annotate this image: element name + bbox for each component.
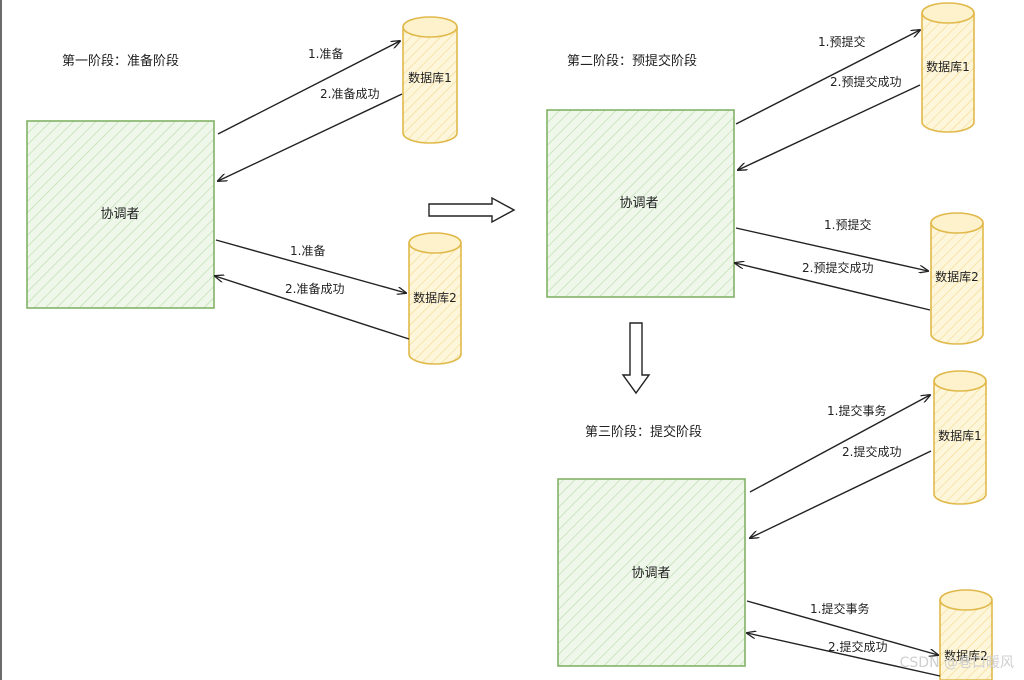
phase2-db2-label: 数据库2 <box>935 269 979 284</box>
phase2-from-db1-label: 2.预提交成功 <box>830 74 901 89</box>
phase3-coordinator-box <box>557 478 746 667</box>
phase2-arrow-to-db1 <box>735 30 920 125</box>
phase2-db2-cylinder <box>930 212 984 345</box>
phase2-coordinator-box <box>546 109 735 298</box>
phase1-db1-label: 数据库1 <box>408 70 452 85</box>
phase2-group: 第二阶段：预提交阶段 协调者 数据库1 数据库2 1.预提交 2.预提交成功 1… <box>546 2 984 345</box>
phase1-db1-cylinder <box>402 16 458 144</box>
phase1-arrow-from-db1 <box>218 93 403 181</box>
phase2-to-db1-label: 1.预提交 <box>818 34 865 49</box>
phase3-db2-label: 数据库2 <box>944 648 988 663</box>
transition-arrow-right <box>428 196 516 224</box>
phase2-db1-cylinder <box>921 2 975 133</box>
transition-arrow-down <box>621 322 651 395</box>
phase3-to-db1-label: 1.提交事务 <box>827 403 886 418</box>
phase1-to-db1-label: 1.准备 <box>308 47 343 61</box>
phase1-coordinator-label: 协调者 <box>100 207 139 222</box>
phase2-to-db2-label: 1.预提交 <box>824 217 871 232</box>
phase3-db2-cylinder <box>939 589 993 680</box>
phase1-arrow-to-db1 <box>217 41 400 135</box>
phase3-coordinator-label: 协调者 <box>631 566 670 581</box>
phase3-arrow-from-db1 <box>750 450 932 538</box>
phase1-from-db2-label: 2.准备成功 <box>285 282 344 296</box>
phase2-arrow-to-db2 <box>735 227 928 271</box>
phase1-db2-label: 数据库2 <box>413 290 457 305</box>
phase2-db1-label: 数据库1 <box>926 59 970 74</box>
phase1-arrow-to-db2 <box>215 239 406 293</box>
phase2-title: 第二阶段：预提交阶段 <box>567 53 697 69</box>
phase2-coordinator-label: 协调者 <box>619 196 658 211</box>
phase2-arrow-from-db2 <box>735 263 931 311</box>
phase1-db2-cylinder <box>408 232 462 365</box>
phase3-title: 第三阶段：提交阶段 <box>585 424 702 440</box>
phase3-from-db1-label: 2.提交成功 <box>842 444 901 459</box>
phase1-arrow-from-db2 <box>215 276 410 340</box>
phase3-from-db2-label: 2.提交成功 <box>828 639 887 654</box>
watermark-text: CSDN @巷口暖风 <box>900 655 1014 671</box>
phase3-group: 第三阶段：提交阶段 协调者 数据库1 数据库2 1.提交事务 2.提交成功 1.… <box>557 370 993 680</box>
phase3-arrow-from-db2 <box>747 633 941 677</box>
phase1-to-db2-label: 1.准备 <box>290 244 325 258</box>
phase1-title: 第一阶段：准备阶段 <box>62 53 179 69</box>
phase3-db1-cylinder <box>933 370 987 505</box>
phase3-db1-label: 数据库1 <box>938 428 982 443</box>
phase3-arrow-to-db1 <box>749 395 930 493</box>
phase2-arrow-from-db1 <box>738 84 921 170</box>
phase3-arrow-to-db2 <box>746 600 938 655</box>
phase3-to-db2-label: 1.提交事务 <box>810 601 869 616</box>
phase1-from-db1-label: 2.准备成功 <box>320 87 379 101</box>
phase2-from-db2-label: 2.预提交成功 <box>802 260 873 275</box>
phase1-group: 第一阶段：准备阶段 协调者 数据库1 数据库2 1.准备 2.准备成功 1.准备… <box>26 16 462 365</box>
phase1-coordinator-box <box>26 120 215 309</box>
